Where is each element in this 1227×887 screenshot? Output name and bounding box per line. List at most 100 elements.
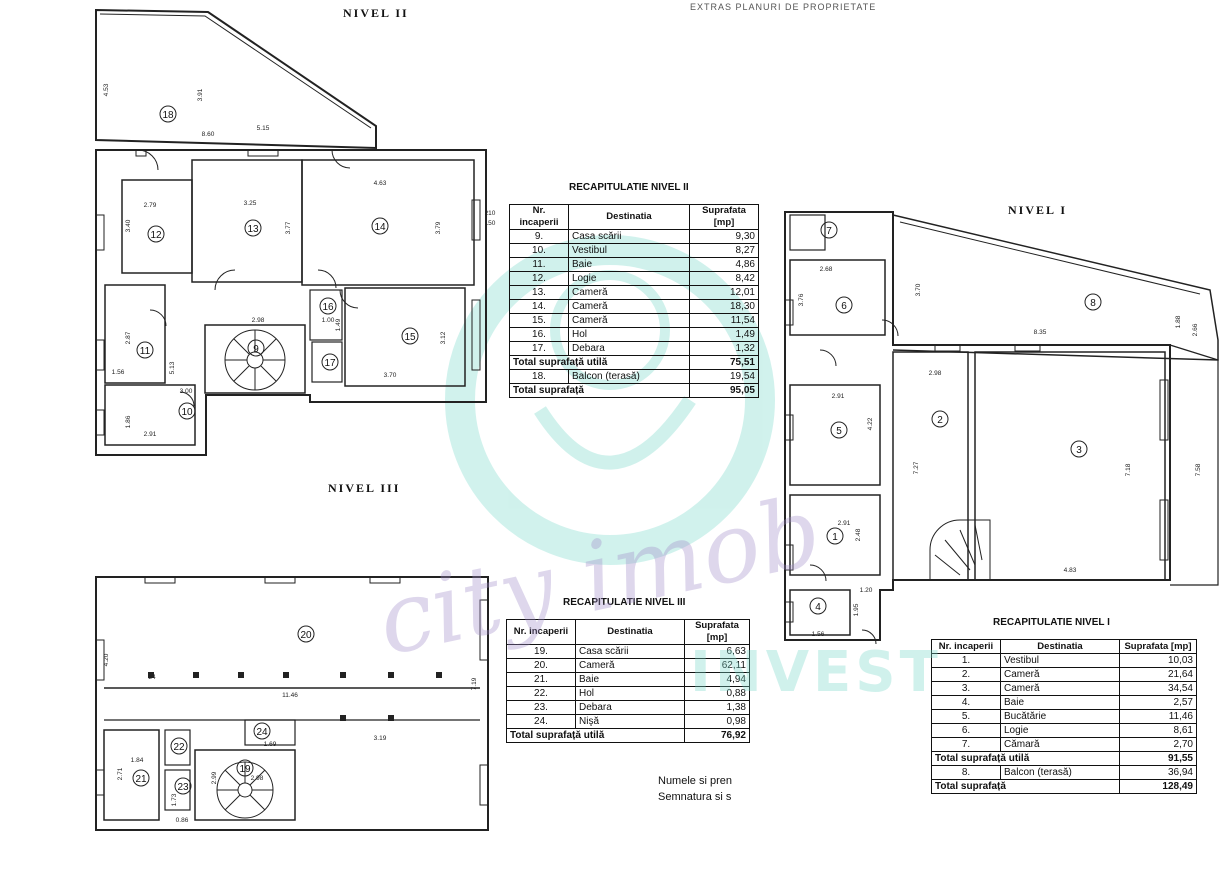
cell-nr: 16. xyxy=(509,327,569,342)
label-nivel-1: NIVEL I xyxy=(1008,203,1068,217)
cell-val: 1,49 xyxy=(689,327,759,342)
room-marker-16: 16 xyxy=(319,297,337,315)
dimension-label: 2.66 xyxy=(1192,323,1199,336)
total-util-value: 76,92 xyxy=(684,728,750,743)
col-suprafata: Suprafata [mp] xyxy=(684,619,750,645)
cell-nr: 10. xyxy=(509,243,569,258)
cell-val: 4,86 xyxy=(689,257,759,272)
cell-nr: 14. xyxy=(509,299,569,314)
col-suprafata: Suprafata [mp] xyxy=(689,204,759,230)
dimension-label: 5.13 xyxy=(169,361,176,374)
extra-dest: Balcon (terasă) xyxy=(1000,765,1120,780)
svg-text:22: 22 xyxy=(173,742,185,753)
dimension-label: 0.86 xyxy=(176,817,189,824)
staircase-19 xyxy=(194,749,296,821)
room-marker-9: 9 xyxy=(247,339,265,357)
nivel3-outline xyxy=(95,576,489,831)
dimension-label: 1.69 xyxy=(264,741,277,748)
recap-nivel-2-table: Nr. incaperii Destinatia Suprafata [mp] … xyxy=(509,204,759,398)
svg-text:11: 11 xyxy=(140,346,151,357)
cell-nr: 23. xyxy=(506,700,576,715)
note-signature: Semnatura si s xyxy=(658,791,732,803)
total-value: 128,49 xyxy=(1119,779,1197,794)
room-marker-15: 15 xyxy=(401,327,419,345)
cell-dest: Cămară xyxy=(1000,737,1120,752)
dimension-label: 7.19 xyxy=(471,677,478,690)
dimension-label: 1.95 xyxy=(853,603,860,616)
room-14 xyxy=(301,159,475,286)
total-util-label: Total suprafață utilă xyxy=(509,355,690,370)
room-7 xyxy=(789,214,826,251)
cell-nr: 4. xyxy=(931,695,1001,710)
room-marker-23: 23 xyxy=(174,777,192,795)
room-marker-10: 10 xyxy=(178,402,196,420)
room-6 xyxy=(789,259,886,336)
svg-text:6: 6 xyxy=(841,301,847,312)
dimension-label: 3.70 xyxy=(384,372,397,379)
room-marker-14: 14 xyxy=(371,217,389,235)
cell-dest: Vestibul xyxy=(568,243,690,258)
dimension-label: 7.58 xyxy=(1195,463,1202,476)
col-nr: Nr. incaperii xyxy=(509,204,569,230)
svg-text:9: 9 xyxy=(253,344,259,355)
room-17 xyxy=(311,341,343,383)
cell-dest: Cameră xyxy=(568,285,690,300)
dimension-label: 3.12 xyxy=(440,331,447,344)
cell-nr: 20. xyxy=(506,658,576,673)
total-util-label: Total suprafață utilă xyxy=(931,751,1120,766)
svg-text:20: 20 xyxy=(300,630,312,641)
recap-nivel-3-title: RECAPITULATIE NIVEL III xyxy=(563,597,686,608)
room-marker-11: 11 xyxy=(136,341,154,359)
balcony-8-outline xyxy=(892,214,1219,361)
cell-dest: Debara xyxy=(568,341,690,356)
cell-val: 8,42 xyxy=(689,271,759,286)
room-marker-21: 21 xyxy=(132,769,150,787)
cell-val: 1,32 xyxy=(689,341,759,356)
svg-text:4: 4 xyxy=(815,602,821,613)
room-marker-8: 8 xyxy=(1084,293,1102,311)
room-marker-19: 19 xyxy=(236,759,254,777)
cell-nr: 11. xyxy=(509,257,569,272)
nivel2-outline xyxy=(95,149,487,456)
svg-text:2: 2 xyxy=(937,415,943,426)
room-marker-20: 20 xyxy=(297,625,315,643)
cell-val: 18,30 xyxy=(689,299,759,314)
label-nivel-3: NIVEL III xyxy=(328,481,401,495)
cell-val: 10,03 xyxy=(1119,653,1197,668)
cell-nr: 1. xyxy=(931,653,1001,668)
cell-nr: 9. xyxy=(509,229,569,244)
cell-nr: 7. xyxy=(931,737,1001,752)
cell-nr: 2. xyxy=(931,667,1001,682)
svg-text:13: 13 xyxy=(247,224,259,235)
dimension-label: 2.71 xyxy=(117,767,124,780)
cell-nr: 22. xyxy=(506,686,576,701)
cell-dest: Baie xyxy=(568,257,690,272)
dimension-label: 1.20 xyxy=(860,587,873,594)
dimension-label: 3.77 xyxy=(285,221,292,234)
room-marker-17: 17 xyxy=(321,353,339,371)
dimension-label: 2.98 xyxy=(251,775,264,782)
total-util-label: Total suprafață utilă xyxy=(506,728,685,743)
cell-val: 11,54 xyxy=(689,313,759,328)
room-marker-3: 3 xyxy=(1070,440,1088,458)
staircase-9 xyxy=(204,324,306,394)
total-value: 95,05 xyxy=(689,383,759,398)
extra-val: 36,94 xyxy=(1119,765,1197,780)
col-nr: Nr. incaperii xyxy=(931,639,1001,654)
cell-nr: 24. xyxy=(506,714,576,729)
total-util-row: Total suprafață utilă 76,92 xyxy=(506,728,750,743)
plan-nivel-1 xyxy=(784,211,1219,645)
extra-dest: Balcon (terasă) xyxy=(568,369,690,384)
cell-dest: Baie xyxy=(1000,695,1120,710)
cell-dest: Cameră xyxy=(568,313,690,328)
svg-text:17: 17 xyxy=(324,358,336,369)
